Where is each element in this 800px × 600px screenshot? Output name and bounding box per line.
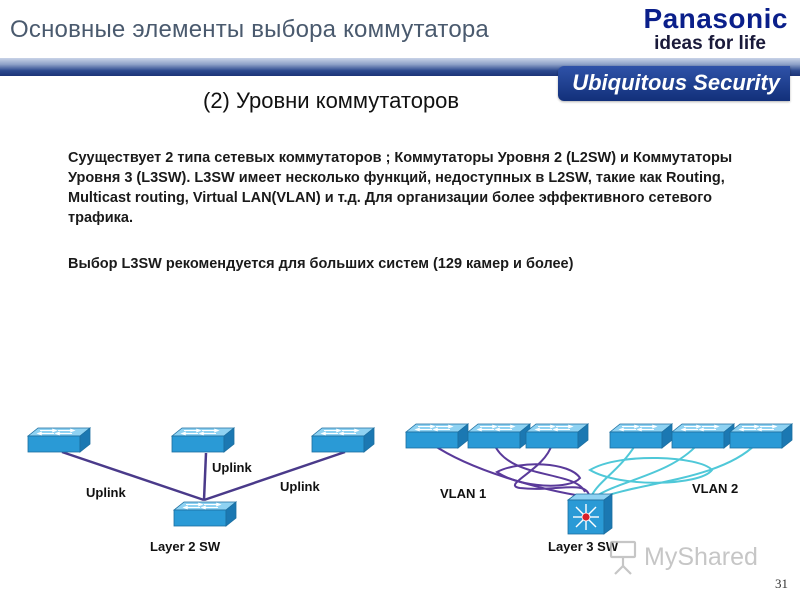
l3-core-switch [566, 493, 614, 535]
page-number: 31 [775, 576, 788, 591]
layer2-links [61, 450, 346, 502]
vlan2-loop [588, 457, 714, 484]
switch-icon [729, 423, 793, 449]
l3-access-switch-1 [405, 423, 469, 449]
vlan2-links [588, 443, 757, 500]
switch-icon [311, 427, 375, 453]
vlan1-label: VLAN 1 [440, 486, 486, 501]
vlan2-label: VLAN 2 [692, 481, 738, 496]
vlan2-link-2 [594, 443, 699, 498]
layer2-core-label: Layer 2 SW [150, 539, 221, 554]
brand-logo: Panasonic ideas for life [643, 4, 788, 54]
uplink-label-left: Uplink [86, 485, 126, 500]
brand-slogan: ideas for life [654, 33, 766, 54]
l2-access-switch-2 [171, 427, 235, 453]
sub-brand-badge: Ubiquitous Security [558, 66, 790, 101]
brand-name: Panasonic [643, 3, 788, 34]
multilayer-switch-icon [566, 493, 614, 535]
l3-access-switch-5 [671, 423, 735, 449]
uplink-label-center: Uplink [212, 460, 252, 475]
vlan1-link-2 [493, 443, 586, 493]
uplink-line-left [61, 450, 205, 502]
l2-access-switch-3 [311, 427, 375, 453]
vlan1-loop [495, 463, 582, 487]
vlan2-link-1 [591, 443, 637, 496]
switch-icon [467, 423, 531, 449]
vlan2-link-3 [596, 443, 757, 500]
recommendation-paragraph: Выбор L3SW рекомендуется для больших сис… [68, 256, 574, 272]
switch-icon [671, 423, 735, 449]
section-heading: (2) Уровни коммутаторов [203, 88, 460, 113]
description-paragraph: Сууществует 2 типа сетевых коммутаторов … [68, 150, 733, 226]
switch-icon [405, 423, 469, 449]
uplink-line-right [203, 450, 346, 502]
uplink-label-right: Uplink [280, 479, 320, 494]
switch-icon [27, 427, 91, 453]
presentation-board-icon [609, 540, 637, 575]
l2-access-switch-1 [27, 427, 91, 453]
switch-icon [171, 427, 235, 453]
l2-core-switch [173, 501, 237, 527]
l3-access-switch-4 [609, 423, 673, 449]
switch-icon [525, 423, 589, 449]
l3-access-switch-2 [467, 423, 531, 449]
uplink-line-center [202, 452, 208, 501]
l3-access-switch-3 [525, 423, 589, 449]
vlan1-links [431, 443, 590, 498]
switch-icon [173, 501, 237, 527]
watermark-text: MyShared [644, 543, 758, 571]
slide-title: Основные элементы выбора коммутатора [10, 16, 489, 43]
l3-access-switch-6 [729, 423, 793, 449]
layer3-core-label: Layer 3 SW [548, 539, 619, 554]
watermark: MyShared [609, 540, 758, 575]
switch-icon [609, 423, 673, 449]
